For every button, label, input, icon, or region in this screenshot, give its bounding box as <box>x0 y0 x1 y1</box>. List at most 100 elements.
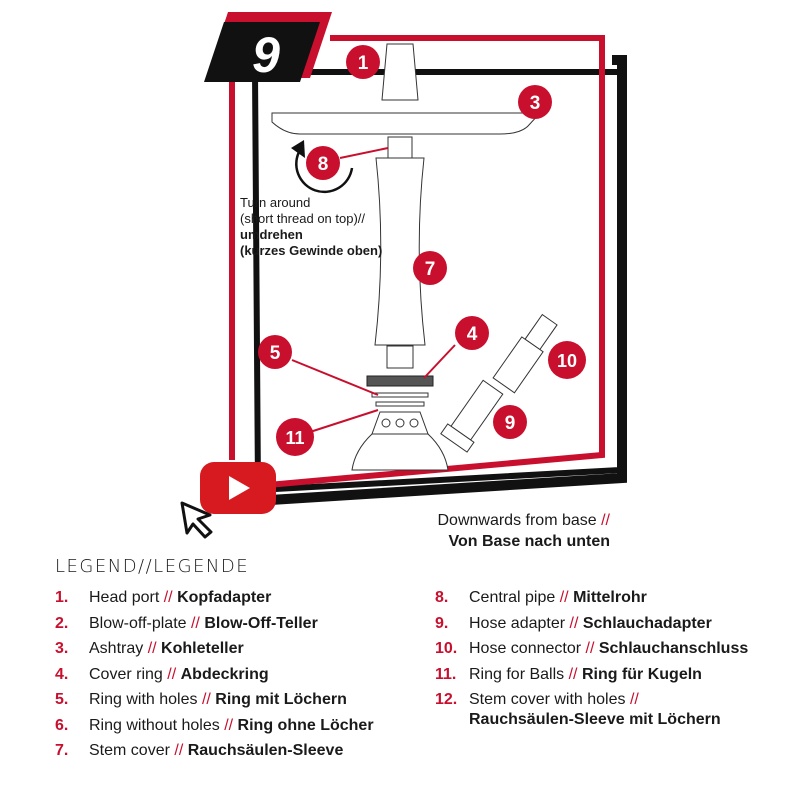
legend-item: 7.Stem cover // Rauchsäulen-Sleeve <box>55 741 425 767</box>
rotate-arrow-icon <box>295 149 354 194</box>
central-pipe-bottom <box>386 345 414 369</box>
caption-sep: // <box>601 512 610 529</box>
legend-sep: // <box>629 691 639 708</box>
caption: Downwards from base // Von Base nach unt… <box>437 510 610 552</box>
legend-en: Cover ring <box>89 665 163 683</box>
legend-item: 6. Ring without holes // Ring ohne Löcher <box>55 716 425 742</box>
legend-en: Stem cover with holes <box>469 691 626 708</box>
play-icon <box>229 476 250 500</box>
legend-title: LEGEND//LEGENDE <box>55 556 250 577</box>
legend-num: 10. <box>435 640 458 657</box>
legend-en: Ring without holes <box>89 716 220 734</box>
legend-column-left: 1. Head port // Kopfadapter 2. Blow-off-pl… <box>55 588 425 767</box>
hose-adapter <box>440 379 504 453</box>
cover-ring <box>366 375 434 387</box>
legend-item: 3.Ashtray // Kohleteller <box>55 639 425 665</box>
legend-item: 9. Hose adapter // Schlauchadapter <box>435 614 795 640</box>
ring-with-holes <box>371 392 429 398</box>
legend-en: Head port <box>89 589 160 606</box>
badge-part-7: 7 <box>413 251 447 285</box>
legend-en: Blow-off-plate <box>89 614 187 632</box>
legend-de: Kopfadapter <box>177 589 272 606</box>
legend-sep: // <box>559 589 569 606</box>
legend-de: Ring ohne Löcher <box>237 716 374 734</box>
video-play-button[interactable] <box>200 462 276 514</box>
legend-de: Schlauchadapter <box>582 614 712 632</box>
legend-en: Stem cover <box>89 742 170 759</box>
legend-item: 8.Central pipe // Mittelrohr <box>435 588 795 614</box>
svg-text:11: 11 <box>285 428 304 448</box>
leader-line <box>339 147 389 159</box>
assembly-diagram: 9 1 3 8 7 4 5 10 11 9 <box>180 12 627 539</box>
turn-around-note: Turn around (short thread on top)// umdr… <box>240 195 382 259</box>
legend-num: 11. <box>435 665 457 683</box>
stem-cover <box>374 157 426 346</box>
svg-text:5: 5 <box>270 343 281 364</box>
legend-item: 12.Stem cover with holes //Rauchsäulen-S… <box>435 690 795 736</box>
leader-line <box>309 409 379 433</box>
legend-en: Hose adapter <box>469 614 566 632</box>
legend-num: 7. <box>55 742 69 759</box>
ball-hole <box>381 418 391 428</box>
note-line-4: (kurzes Gewinde oben) <box>240 243 383 258</box>
ring-without-holes <box>375 401 425 407</box>
leader-line <box>423 344 456 379</box>
ball-hole <box>409 418 419 428</box>
rotate-arrow-head <box>291 140 305 158</box>
legend-num: 1. <box>55 589 69 606</box>
legend-sep: // <box>147 640 157 657</box>
legend-sep: // <box>224 716 234 734</box>
svg-text:10: 10 <box>557 351 577 371</box>
caption-de: Von Base nach unten <box>448 533 610 550</box>
legend-num: 4. <box>55 665 69 683</box>
legend-num: 9. <box>435 614 449 632</box>
legend-sep: // <box>190 614 200 632</box>
caption-en: Downwards from base <box>437 512 597 529</box>
legend-de: Abdeckring <box>180 665 269 683</box>
svg-text:3: 3 <box>530 93 541 114</box>
legend-de: Blow-Off-Teller <box>204 614 318 632</box>
svg-text:7: 7 <box>425 259 436 280</box>
legend-num: 5. <box>55 691 69 708</box>
hose-connector <box>492 313 558 394</box>
badge-part-3: 3 <box>518 85 552 119</box>
legend-sep: // <box>201 691 211 708</box>
legend-column-right: 8.Central pipe // Mittelrohr 9. Hose adap… <box>435 588 795 736</box>
legend-num: 6. <box>55 716 69 734</box>
central-pipe-top <box>387 136 413 160</box>
legend-item: 5. Ring with holes // Ring mit Löchern <box>55 690 425 716</box>
step-badge-front <box>204 22 320 82</box>
legend-de: Schlauchanschluss <box>598 640 749 657</box>
head-port <box>381 43 419 101</box>
legend-item: 1. Head port // Kopfadapter <box>55 588 425 614</box>
note-line-2: (short thread on top)// <box>240 211 366 226</box>
legend-num: 12. <box>435 691 458 708</box>
badge-part-10: 10 <box>548 341 586 379</box>
legend-de: Ring mit Löchern <box>215 691 347 708</box>
legend-en: Ring for Balls <box>469 665 565 683</box>
legend-en: Ashtray <box>89 640 144 657</box>
svg-text:1: 1 <box>358 53 369 74</box>
badge-part-11: 11 <box>276 418 314 456</box>
legend-en: Ring with holes <box>89 691 198 708</box>
cursor-icon <box>180 501 213 539</box>
legend-sep: // <box>569 614 579 632</box>
legend-sep: // <box>585 640 595 657</box>
legend-sep: // <box>167 665 177 683</box>
badge-part-9: 9 <box>493 405 527 439</box>
note-line-1: Turn around <box>240 195 311 210</box>
base-bowl <box>351 433 449 471</box>
legend-sep: // <box>163 589 173 606</box>
legend-en: Hose connector <box>469 640 582 657</box>
badge-part-8: 8 <box>306 146 340 180</box>
legend-num: 3. <box>55 640 69 657</box>
legend-item: 10. Hose connector // Schlauchanschluss <box>435 639 795 665</box>
badge-part-4: 4 <box>455 316 489 350</box>
legend-num: 2. <box>55 614 69 632</box>
svg-text:4: 4 <box>467 324 478 345</box>
ball-hole <box>395 418 405 428</box>
legend-en: Central pipe <box>469 589 556 606</box>
svg-text:8: 8 <box>318 154 329 175</box>
legend-item: 4. Cover ring // Abdeckring <box>55 665 425 691</box>
step-number: 9 <box>252 27 280 83</box>
